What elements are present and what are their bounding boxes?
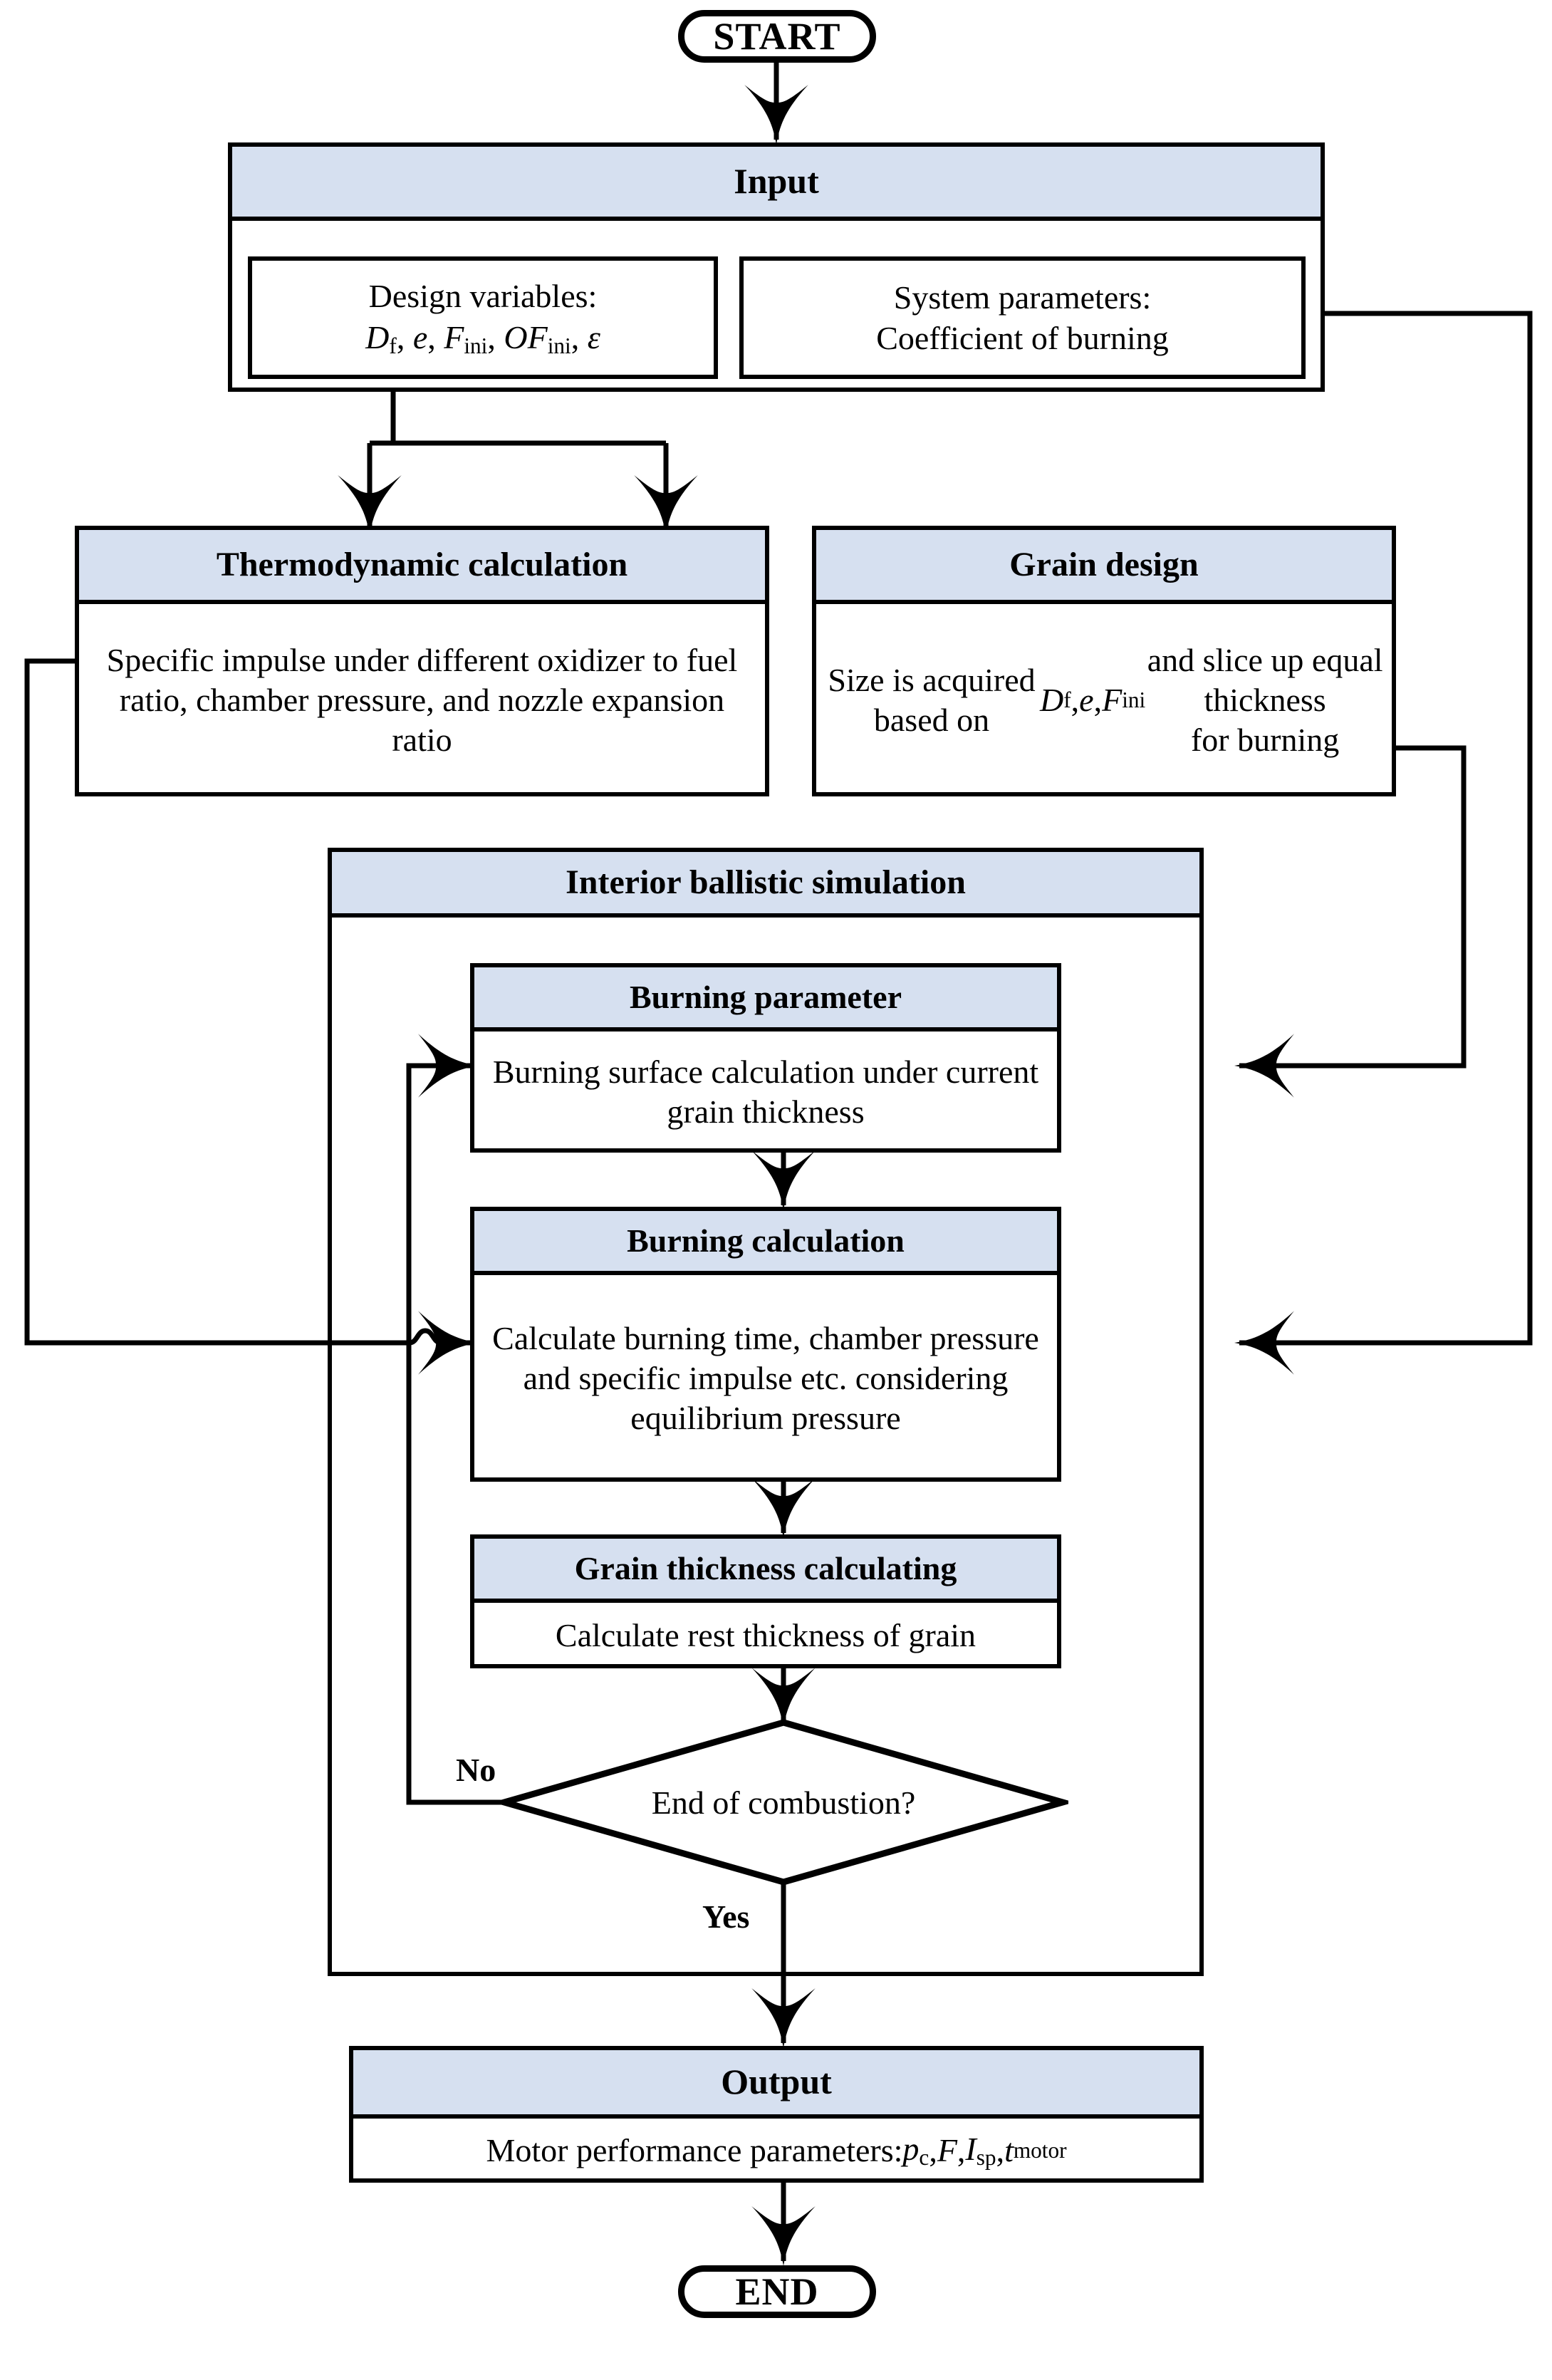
grain-thickness-header: Grain thickness calculating xyxy=(474,1539,1057,1603)
input-header: Input xyxy=(232,147,1321,221)
burning-calculation-header: Burning calculation xyxy=(474,1211,1057,1275)
output-body: Motor performance parameters: pc, F, Isp… xyxy=(486,2131,1067,2171)
grain-design-header: Grain design xyxy=(816,530,1392,604)
system-parameters-box[interactable]: System parameters: Coefficient of burnin… xyxy=(739,256,1306,379)
design-variables-symbols: Df, e, Fini, OFini, ε xyxy=(365,318,600,358)
design-variables-title: Design variables: xyxy=(368,278,598,315)
terminal-end[interactable]: END xyxy=(678,2265,876,2318)
thermodynamic-body: Specific impulse under different oxidize… xyxy=(106,641,738,759)
system-parameters-title: System parameters: xyxy=(893,279,1152,316)
grain-design-node[interactable]: Grain design Size is acquired based on D… xyxy=(812,526,1396,796)
burning-calculation-node[interactable]: Burning calculation Calculate burning ti… xyxy=(470,1207,1061,1482)
edge-sysparams-to-burning-calculation xyxy=(1234,311,1533,1375)
design-variables-box[interactable]: Design variables: Df, e, Fini, OFini, ε xyxy=(248,256,718,379)
output-node[interactable]: Output Motor performance parameters: pc,… xyxy=(349,2046,1204,2183)
burning-parameter-header: Burning parameter xyxy=(474,967,1057,1031)
interior-ballistic-header: Interior ballistic simulation xyxy=(328,848,1204,918)
grain-thickness-body: Calculate rest thickness of grain xyxy=(555,1616,976,1653)
decision-no-label: No xyxy=(456,1752,496,1788)
terminal-end-label: END xyxy=(735,2270,819,2313)
thermodynamic-header: Thermodynamic calculation xyxy=(79,530,765,604)
terminal-start[interactable]: START xyxy=(678,10,876,63)
burning-parameter-node[interactable]: Burning parameter Burning surface calcul… xyxy=(470,963,1061,1153)
thermodynamic-calculation-node[interactable]: Thermodynamic calculation Specific impul… xyxy=(75,526,769,796)
decision-label: End of combustion? xyxy=(651,1784,916,1821)
system-parameters-value: Coefficient of burning xyxy=(876,320,1169,356)
terminal-start-label: START xyxy=(713,15,841,58)
decision-diamond[interactable] xyxy=(499,1717,1068,1888)
grain-thickness-node[interactable]: Grain thickness calculating Calculate re… xyxy=(470,1534,1061,1668)
burning-calculation-body: Calculate burning time, chamber pressure… xyxy=(492,1319,1039,1437)
output-header: Output xyxy=(353,2050,1199,2119)
burning-parameter-body: Burning surface calculation under curren… xyxy=(492,1053,1039,1130)
decision-yes-label: Yes xyxy=(702,1898,750,1935)
